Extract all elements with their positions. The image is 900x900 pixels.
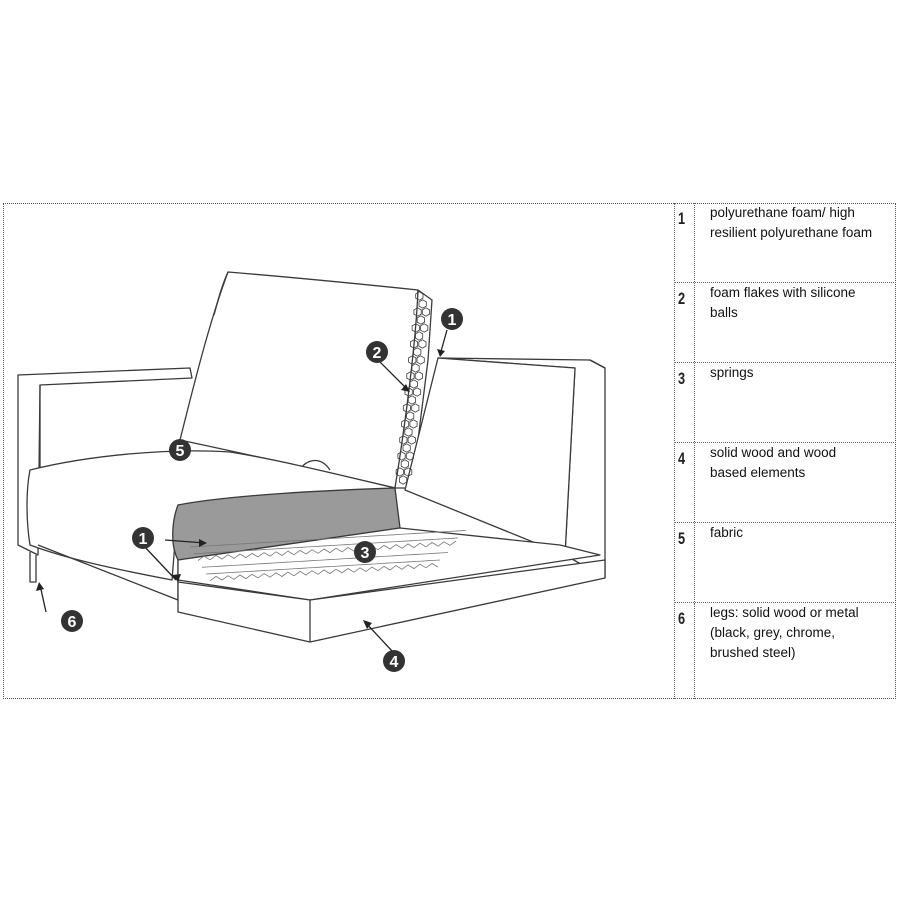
callout-2: 2 xyxy=(366,341,388,363)
seat-foam-block xyxy=(172,487,401,561)
legend-number: 3 xyxy=(678,369,686,388)
foam-flake-hex xyxy=(412,387,422,397)
spring-coil-row xyxy=(189,530,467,548)
svg-text:1: 1 xyxy=(448,312,457,329)
svg-text:1: 1 xyxy=(139,531,148,548)
foam-flake-hex xyxy=(411,323,420,333)
legend-text: fabric xyxy=(710,525,744,540)
foam-flake-hex xyxy=(397,451,406,461)
materials-legend: 1 polyurethane foam/ high resilient poly… xyxy=(674,203,896,699)
legend-row-4: 4 solid wood and wood based elements xyxy=(674,443,896,523)
foam-flake-hex xyxy=(407,435,416,445)
foam-flake-hex xyxy=(408,355,417,365)
foam-flake-hex xyxy=(402,403,411,413)
foam-flake-hex xyxy=(416,355,425,365)
foam-flake-hex xyxy=(413,347,422,357)
spring-coil-row xyxy=(193,537,459,555)
legend-row-6: 6 legs: solid wood or metal (black, grey… xyxy=(674,603,896,699)
legend-divider xyxy=(674,203,675,699)
foam-flake-hex xyxy=(409,419,418,429)
foam-flake-hex xyxy=(399,435,408,445)
legend-number: 1 xyxy=(678,209,686,228)
svg-text:6: 6 xyxy=(68,614,77,631)
legend-number: 4 xyxy=(678,449,686,468)
foam-flake-hex xyxy=(413,307,422,317)
foam-flake-hex xyxy=(399,475,408,485)
callout-1-back: 1 xyxy=(441,308,463,330)
callout-6: 6 xyxy=(61,610,83,632)
foam-flake-hex xyxy=(404,427,413,437)
foam-flake-hex xyxy=(411,363,420,373)
foam-flake-hex xyxy=(414,371,423,381)
foam-flake-hex xyxy=(400,459,409,469)
foam-flakes-hex-pattern xyxy=(395,291,431,485)
svg-text:5: 5 xyxy=(176,443,185,460)
diagram-frame xyxy=(3,203,896,699)
foam-flake-hex xyxy=(411,403,420,413)
svg-text:2: 2 xyxy=(373,345,382,362)
foam-flake-hex xyxy=(415,331,424,341)
legend-number: 5 xyxy=(678,529,686,548)
callout-5: 5 xyxy=(169,439,191,461)
spring-coil-row xyxy=(209,563,439,582)
foam-flake-hex xyxy=(406,371,415,381)
foam-flakes-layer xyxy=(394,289,433,489)
spring-coil-row xyxy=(201,552,449,568)
legend-row-1: 1 polyurethane foam/ high resilient poly… xyxy=(674,203,896,283)
callout-3: 3 xyxy=(354,541,376,563)
foam-flake-hex xyxy=(418,339,427,349)
foam-flake-hex xyxy=(421,307,431,317)
legend-text: solid wood and wood based elements xyxy=(710,445,837,480)
foam-flake-hex xyxy=(407,395,417,405)
foam-flake-hex xyxy=(416,315,425,325)
legend-row-5: 5 fabric xyxy=(674,523,896,603)
foam-flake-hex xyxy=(406,411,415,421)
spring-coil-row xyxy=(205,559,441,575)
foam-flake-hex xyxy=(405,451,415,461)
springs-coils xyxy=(189,530,467,582)
foam-flake-hex xyxy=(395,467,404,477)
foam-flake-hex xyxy=(404,467,413,477)
callout-1-seat: 1 xyxy=(132,527,154,549)
legend-number: 2 xyxy=(678,289,686,308)
legend-text: foam flakes with silicone balls xyxy=(710,285,856,320)
legend-row-2: 2 foam flakes with silicone balls xyxy=(674,283,896,363)
legend-text: polyurethane foam/ high resilient polyur… xyxy=(710,205,873,240)
foam-flake-hex xyxy=(401,419,410,429)
svg-text:3: 3 xyxy=(361,545,370,562)
foam-flake-hex xyxy=(418,299,427,309)
legend-text: springs xyxy=(710,365,754,380)
left-seat-cushion xyxy=(26,450,396,581)
legend-number: 6 xyxy=(678,609,686,628)
sofa-leg xyxy=(29,552,37,583)
foam-flake-hex xyxy=(409,339,419,349)
legend-text: legs: solid wood or metal (black, grey, … xyxy=(710,605,859,660)
foam-flake-hex xyxy=(402,443,411,453)
legend-row-3: 3 springs xyxy=(674,363,896,443)
svg-text:4: 4 xyxy=(390,654,399,671)
foam-flake-hex xyxy=(409,379,418,389)
callout-4: 4 xyxy=(383,650,405,672)
foam-flake-hex xyxy=(420,323,429,333)
spring-coil-row xyxy=(197,540,457,561)
foam-flake-hex xyxy=(415,291,424,301)
